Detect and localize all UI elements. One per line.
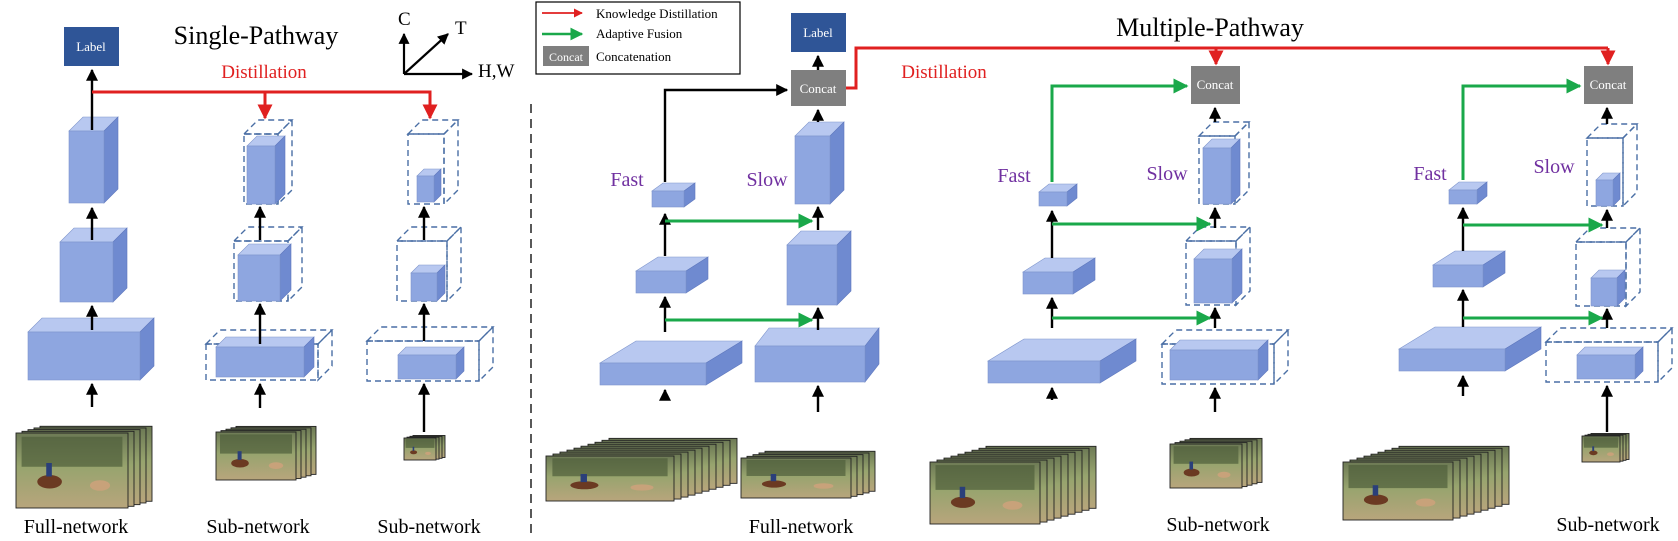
block-mf-slow-2 — [786, 230, 852, 306]
distillation-label-single: Distillation — [221, 62, 307, 83]
block-ms2-fast-2 — [1431, 250, 1507, 288]
block-sub2-1 — [397, 346, 465, 380]
arrow-distill-single-sub2 — [92, 90, 438, 120]
label-box-single — [64, 27, 119, 66]
video-frames-single-sub2 — [403, 435, 446, 461]
label-box-multi — [791, 13, 846, 52]
video-frames-multi-sub2-fast — [1342, 445, 1510, 521]
concat-box-full-text: Concat — [800, 81, 837, 96]
video-frames-multi-sub2-slow — [1581, 433, 1630, 463]
block-mf-slow-3 — [794, 121, 845, 205]
block-mf-slow-1 — [754, 327, 880, 383]
sub-network-label-single-1: Sub-network — [206, 516, 309, 538]
block-sub1-3 — [246, 135, 286, 205]
sub-network-label-multi-2: Sub-network — [1556, 514, 1659, 536]
video-frames-multi-sub1-fast — [929, 445, 1097, 525]
concat-box-sub1-text: Concat — [1197, 77, 1234, 92]
video-frames-multi-full-slow — [740, 450, 876, 499]
video-frames-single-sub1 — [215, 425, 317, 481]
block-mf-fast-1 — [598, 340, 744, 386]
slow-label-full: Slow — [746, 169, 788, 191]
block-ms2-fast-1 — [1397, 326, 1543, 372]
block-mf-fast-3 — [651, 182, 696, 208]
legend-item-fusion: Adaptive Fusion — [596, 26, 683, 41]
video-frames-multi-full-fast — [545, 437, 738, 502]
block-sub2-2 — [410, 264, 446, 302]
sub-network-label-multi-1: Sub-network — [1166, 514, 1269, 536]
label-box-multi-text: Label — [803, 25, 833, 40]
block-ms1-slow-1 — [1169, 339, 1269, 381]
block-ms2-slow-1 — [1576, 346, 1644, 380]
concat-box-full — [791, 70, 846, 106]
block-full-3 — [68, 116, 119, 204]
video-frames-multi-sub1-slow — [1169, 437, 1263, 489]
axis-c-label: C — [398, 9, 411, 30]
sub-network-label-single-2: Sub-network — [377, 516, 480, 538]
label-box-single-text: Label — [76, 39, 106, 54]
legend-concat-tag: Concat — [549, 50, 584, 64]
block-sub1-1 — [215, 336, 315, 378]
slow-label-sub2: Slow — [1533, 156, 1575, 178]
full-network-label-multi: Full-network — [749, 516, 853, 538]
single-pathway-title: Single-Pathway — [174, 21, 339, 50]
fast-label-full: Fast — [610, 169, 644, 191]
fast-label-sub2: Fast — [1413, 163, 1447, 185]
legend-item-distillation: Knowledge Distillation — [596, 6, 718, 21]
concat-box-sub1 — [1191, 66, 1240, 104]
feature-blocks — [27, 116, 1644, 386]
arrow-ms2-fast-concat — [1461, 78, 1582, 180]
block-full-1 — [27, 317, 155, 381]
block-ms2-slow-2 — [1590, 269, 1626, 307]
block-ms2-fast-3 — [1448, 181, 1488, 205]
arrow-ms1-fast-concat — [1050, 78, 1189, 182]
block-ms1-fast-2 — [1021, 257, 1097, 295]
outline-sub2-3 — [406, 118, 460, 206]
fast-label-sub1: Fast — [997, 165, 1031, 187]
block-sub1-2 — [237, 243, 292, 302]
block-ms1-fast-1 — [986, 338, 1138, 384]
connection-arrows — [86, 46, 1616, 432]
slow-label-sub1: Slow — [1146, 163, 1188, 185]
axis-t-label: T — [455, 18, 467, 39]
legend-item-concat: Concatenation — [596, 49, 672, 64]
video-frame-stacks — [15, 425, 1630, 525]
block-mf-fast-2 — [634, 256, 710, 294]
video-frames-single-full — [15, 425, 153, 509]
block-ms1-slow-2 — [1193, 248, 1243, 304]
outline-ms2-slow-2 — [1574, 226, 1642, 308]
full-network-label-single: Full-network — [24, 516, 128, 538]
block-full-2 — [59, 227, 128, 303]
block-ms2-slow-3 — [1595, 172, 1621, 207]
arrow-distill-multi-sub1 — [846, 46, 1224, 90]
axes-indicator: C T H,W — [398, 9, 514, 82]
axis-hw-label: H,W — [478, 61, 514, 82]
block-ms1-fast-3 — [1038, 183, 1078, 207]
concat-box-sub2-text: Concat — [1590, 77, 1627, 92]
outline-ms2-slow-1 — [1544, 326, 1674, 384]
multiple-pathway-title: Multiple-Pathway — [1116, 13, 1304, 42]
legend: Knowledge Distillation Adaptive Fusion C… — [535, 1, 741, 75]
arrow-mf-fast-concat — [663, 84, 789, 182]
block-ms1-slow-3 — [1202, 138, 1241, 205]
block-sub2-3 — [416, 168, 442, 203]
distillation-label-multi: Distillation — [901, 62, 987, 83]
concat-box-sub2 — [1584, 66, 1633, 104]
legend-concat-box — [543, 46, 589, 66]
